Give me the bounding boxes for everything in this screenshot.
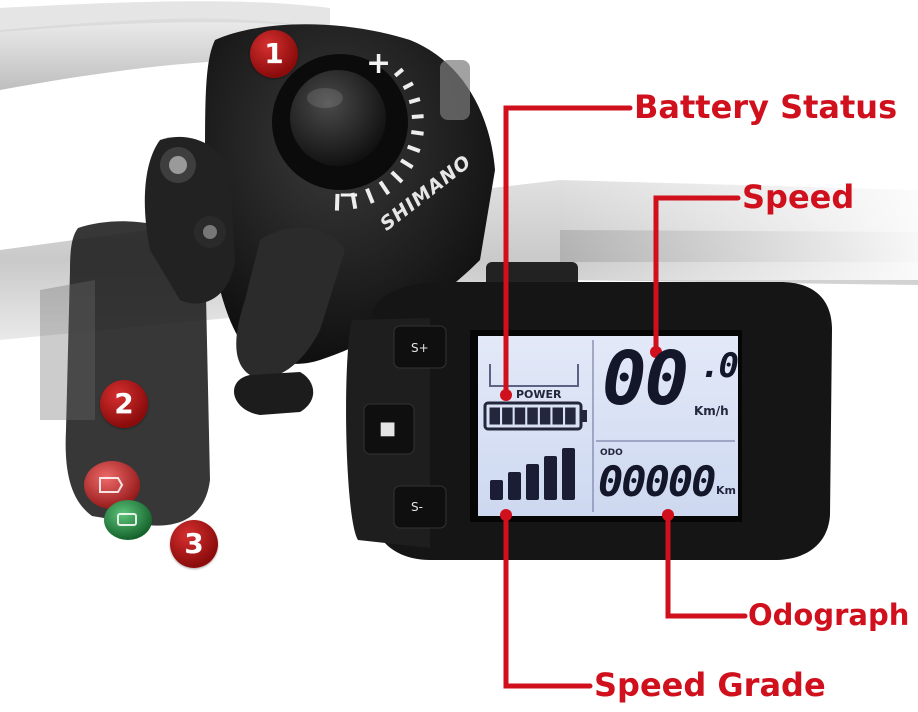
- mode-icon: ■: [379, 418, 397, 439]
- odograph-label: Odograph: [748, 598, 910, 632]
- speed-grade-label: Speed Grade: [594, 666, 826, 704]
- battery-cell: [539, 407, 551, 425]
- speed-grade-bar: [544, 456, 557, 500]
- speed-grade-bars: [490, 448, 575, 500]
- speed-grade-bar: [562, 448, 575, 500]
- throttle-minus-sign: −: [338, 180, 360, 210]
- button-s-plus[interactable]: [393, 325, 447, 369]
- badge-2: 2: [100, 380, 148, 428]
- speed-grade-bar: [508, 472, 521, 500]
- throttle-tick: [390, 170, 404, 184]
- throttle-tick: [406, 144, 421, 153]
- throttle-tick: [411, 130, 424, 136]
- throttle-tick: [334, 193, 340, 211]
- speed-grade-bar: [490, 480, 503, 500]
- shift-lever[interactable]: [233, 227, 345, 415]
- speed-label: Speed: [742, 178, 855, 216]
- odometer-readout: 00000: [598, 457, 716, 506]
- battery-icon: [483, 401, 587, 431]
- speed-unit: Km/h: [694, 404, 729, 418]
- display-housing: [346, 262, 832, 560]
- speed-decimal: .0: [700, 346, 739, 386]
- throttle-tick: [365, 188, 375, 204]
- throttle-tick: [350, 192, 358, 210]
- speed-readout: 00: [602, 336, 689, 422]
- battery-cell: [552, 407, 563, 425]
- green-button[interactable]: [104, 500, 152, 540]
- power-icon: [117, 513, 137, 526]
- odo-label: ODO: [600, 448, 623, 458]
- lcd-screen: [478, 336, 738, 516]
- power-label: POWER: [516, 388, 562, 401]
- throttle-tick: [399, 158, 414, 170]
- callout-lines: [503, 105, 748, 689]
- throttle-level-scale: [334, 67, 424, 211]
- battery-cell: [527, 407, 538, 425]
- throttle-tick: [411, 114, 424, 119]
- badge-1: 1: [250, 30, 298, 78]
- s-plus-label: S+: [411, 341, 429, 355]
- thumb-throttle[interactable]: [272, 54, 408, 190]
- switch-housing: [40, 221, 211, 526]
- s-minus-label: S-: [411, 500, 423, 514]
- speed-grade-bar: [526, 464, 539, 500]
- throttle-tick: [378, 180, 391, 196]
- red-button[interactable]: [84, 461, 140, 509]
- battery-cell: [502, 407, 513, 425]
- battery-cell: [565, 407, 576, 425]
- badge-3: 3: [170, 520, 218, 568]
- light-icon: [99, 477, 124, 493]
- battery-cell: [489, 407, 500, 425]
- button-s-minus[interactable]: [393, 485, 447, 529]
- throttle-tick: [408, 97, 421, 105]
- callout-dots: [500, 346, 674, 521]
- odo-unit: Km: [716, 484, 736, 497]
- battery-cell: [514, 407, 526, 425]
- throttle-plus-sign: +: [366, 46, 392, 81]
- battery-status-label: Battery Status: [634, 88, 898, 126]
- throttle-tick: [402, 81, 414, 90]
- button-mode[interactable]: [363, 403, 415, 455]
- background-fade: [560, 60, 918, 280]
- throttle-tick: [393, 67, 405, 78]
